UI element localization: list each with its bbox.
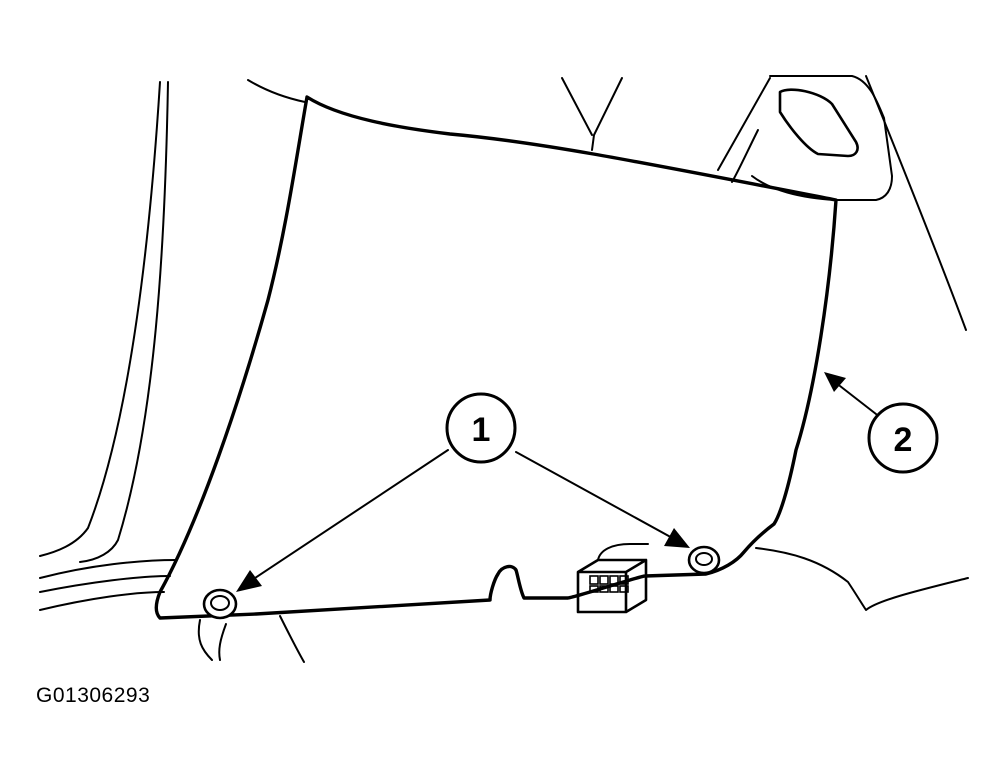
leader-1-right [515,451,677,541]
leader-lines [236,372,877,592]
left-pillar-line-outer [39,81,161,557]
callout-2-label: 2 [894,421,913,459]
bottom-edge-line [279,615,305,663]
top-seam-right [591,77,623,151]
left-floor-line-2 [39,575,171,593]
connector-pins [589,575,629,593]
window-pillar-left [717,77,771,171]
background-structure [39,75,969,663]
right-body-line [865,75,967,331]
left-pillar-line-inner [79,81,169,563]
leader-2 [839,385,877,415]
callout-1: 1 [445,392,517,464]
left-hook [197,619,227,661]
callout-2: 2 [867,402,939,474]
arrowhead-1-right [664,528,690,548]
figure-code: G01306293 [36,684,151,707]
quarter-trim-panel [154,95,838,620]
connector-wire [597,543,649,561]
arrowhead-2 [824,372,846,392]
window-frame-outer [769,75,893,201]
left-floor-line-3 [39,591,165,611]
top-seam-left [561,77,593,136]
left-floor-line-1 [39,559,177,579]
right-floor-contour [755,547,969,611]
vent-opening [778,88,859,158]
connector [576,543,649,614]
callout-1-label: 1 [472,411,491,449]
arrowhead-1-left [236,570,262,592]
fastener-right [687,545,721,575]
fastener-left [202,588,238,620]
leader-1-left [251,449,449,581]
roof-line [247,79,306,103]
